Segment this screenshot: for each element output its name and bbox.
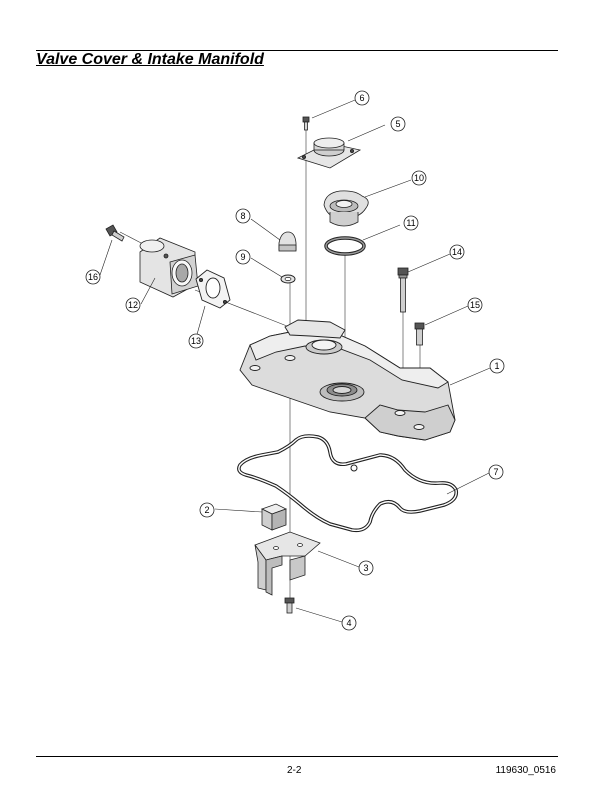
leader-lines bbox=[99, 99, 491, 623]
bracket-bolt-part bbox=[284, 597, 295, 614]
callout-circle bbox=[403, 215, 419, 231]
document-number: 119630_0516 bbox=[495, 765, 556, 776]
callout-number: 3 bbox=[363, 563, 368, 573]
footer-rule bbox=[36, 756, 558, 757]
callout-circle bbox=[449, 244, 465, 260]
long-bolt-part bbox=[397, 267, 409, 313]
page-title: Valve Cover & Intake Manifold bbox=[36, 51, 264, 68]
callout-circle bbox=[199, 502, 215, 518]
callout-circle bbox=[341, 615, 357, 631]
callout-circle bbox=[390, 116, 406, 132]
callout-5: 5 bbox=[390, 116, 406, 132]
bracket-part bbox=[254, 531, 321, 596]
o-ring-part bbox=[324, 236, 366, 256]
callout-6: 6 bbox=[354, 90, 370, 106]
callout-8: 8 bbox=[235, 208, 251, 224]
sealing-washer-part bbox=[280, 274, 296, 284]
callout-1: 1 bbox=[489, 358, 505, 374]
callout-number: 15 bbox=[470, 300, 480, 310]
callout-number: 1 bbox=[494, 361, 499, 371]
callout-13: 13 bbox=[188, 333, 204, 349]
valve-cover-part bbox=[239, 319, 456, 441]
callout-15: 15 bbox=[467, 297, 483, 313]
callout-number: 4 bbox=[346, 618, 351, 628]
manifold-bolt-part bbox=[105, 224, 125, 242]
callout-number: 5 bbox=[395, 119, 400, 129]
callout-number: 16 bbox=[88, 272, 98, 282]
callout-12: 12 bbox=[125, 297, 141, 313]
callout-number: 7 bbox=[493, 467, 498, 477]
callout-4: 4 bbox=[341, 615, 357, 631]
callout-circle bbox=[488, 464, 504, 480]
manifold-gasket-part bbox=[195, 269, 231, 309]
valve-cover-gasket-part bbox=[237, 434, 459, 533]
callout-11: 11 bbox=[403, 215, 419, 231]
callout-number: 6 bbox=[359, 93, 364, 103]
callout-9: 9 bbox=[235, 249, 251, 265]
callout-circle bbox=[235, 249, 251, 265]
callout-number: 14 bbox=[452, 247, 462, 257]
page-number: 2-2 bbox=[287, 765, 302, 776]
callout-circle bbox=[188, 333, 204, 349]
intake-manifold-part bbox=[139, 237, 199, 298]
spacer-block-part bbox=[260, 503, 288, 531]
callout-number: 13 bbox=[191, 336, 201, 346]
breather-screw-part bbox=[302, 116, 310, 131]
callout-number: 2 bbox=[204, 505, 209, 515]
short-bolt-part bbox=[414, 322, 425, 346]
callout-circle bbox=[354, 90, 370, 106]
oil-fill-cap-part bbox=[323, 190, 369, 227]
cap-nut-part bbox=[278, 231, 297, 252]
callout-circle bbox=[125, 297, 141, 313]
callout-2: 2 bbox=[199, 502, 215, 518]
header-rule bbox=[36, 50, 558, 51]
breather-cap-part bbox=[296, 137, 362, 169]
callout-16: 16 bbox=[85, 269, 101, 285]
callout-10: 10 bbox=[411, 170, 427, 186]
callout-circle bbox=[85, 269, 101, 285]
callout-3: 3 bbox=[358, 560, 374, 576]
callout-circle bbox=[235, 208, 251, 224]
callout-number: 10 bbox=[414, 173, 424, 183]
callout-14: 14 bbox=[449, 244, 465, 260]
callout-number: 9 bbox=[240, 252, 245, 262]
callout-circle bbox=[467, 297, 483, 313]
callout-circle bbox=[358, 560, 374, 576]
callout-circle bbox=[489, 358, 505, 374]
callout-number: 11 bbox=[406, 218, 415, 228]
callout-number: 12 bbox=[128, 300, 138, 310]
callout-circle bbox=[411, 170, 427, 186]
callout-7: 7 bbox=[488, 464, 504, 480]
callout-number: 8 bbox=[240, 211, 245, 221]
